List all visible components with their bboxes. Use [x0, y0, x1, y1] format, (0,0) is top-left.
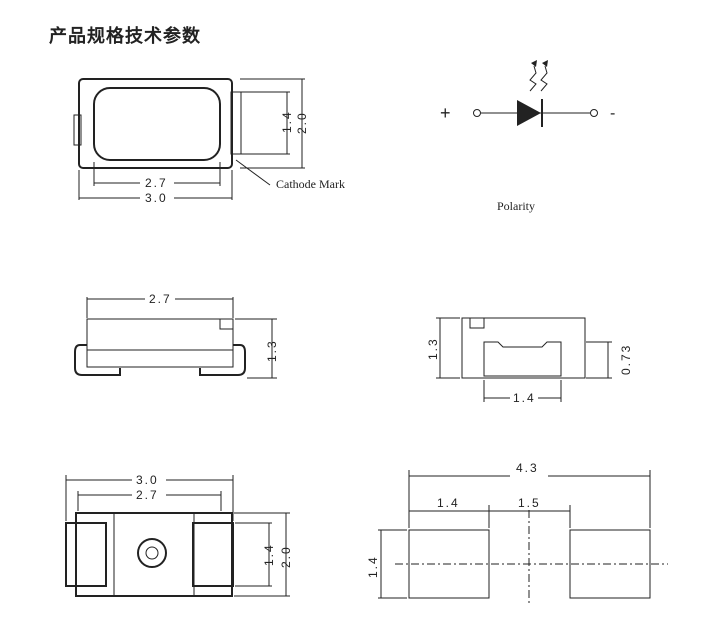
end-view: 1.3 0.73 1.4 [426, 317, 633, 405]
cathode-mark-label: Cathode Mark [276, 177, 345, 191]
bottom-pad-outer: 2.0 [279, 545, 293, 568]
side-length: 2.7 [149, 292, 172, 306]
polarity-label: Polarity [497, 199, 535, 213]
top-length-outer: 3.0 [145, 191, 168, 205]
footprint-gap: 1.5 [518, 496, 541, 510]
bottom-outer: 3.0 [136, 473, 159, 487]
end-height: 1.3 [426, 337, 440, 360]
top-height-outer: 2.0 [295, 111, 309, 134]
end-lead-height: 0.73 [619, 344, 633, 375]
footprint-pad-height: 1.4 [366, 555, 380, 578]
footprint-total: 4.3 [516, 461, 539, 475]
minus-sign: - [610, 105, 615, 122]
side-height: 1.3 [265, 339, 279, 362]
polarity-symbol: + - Polarity [440, 60, 615, 213]
end-lead-width: 1.4 [513, 391, 536, 405]
bottom-inner: 2.7 [136, 488, 159, 502]
page-title: 产品规格技术参数 [49, 26, 201, 47]
top-length-inner: 2.7 [145, 176, 168, 190]
bottom-pad-inner: 1.4 [262, 543, 276, 566]
footprint-pad: 1.4 [437, 496, 460, 510]
side-view: 2.7 1.3 [74, 292, 279, 379]
top-height-inner: 1.4 [280, 110, 294, 133]
bottom-view: 3.0 2.7 1.4 2.0 [65, 473, 293, 597]
footprint: 4.3 1.4 1.5 1.4 [366, 461, 668, 605]
top-view: 1.4 2.0 2.7 3.0 Cathode Mark [73, 78, 345, 205]
plus-sign: + [440, 103, 451, 123]
diode-triangle [517, 100, 541, 126]
